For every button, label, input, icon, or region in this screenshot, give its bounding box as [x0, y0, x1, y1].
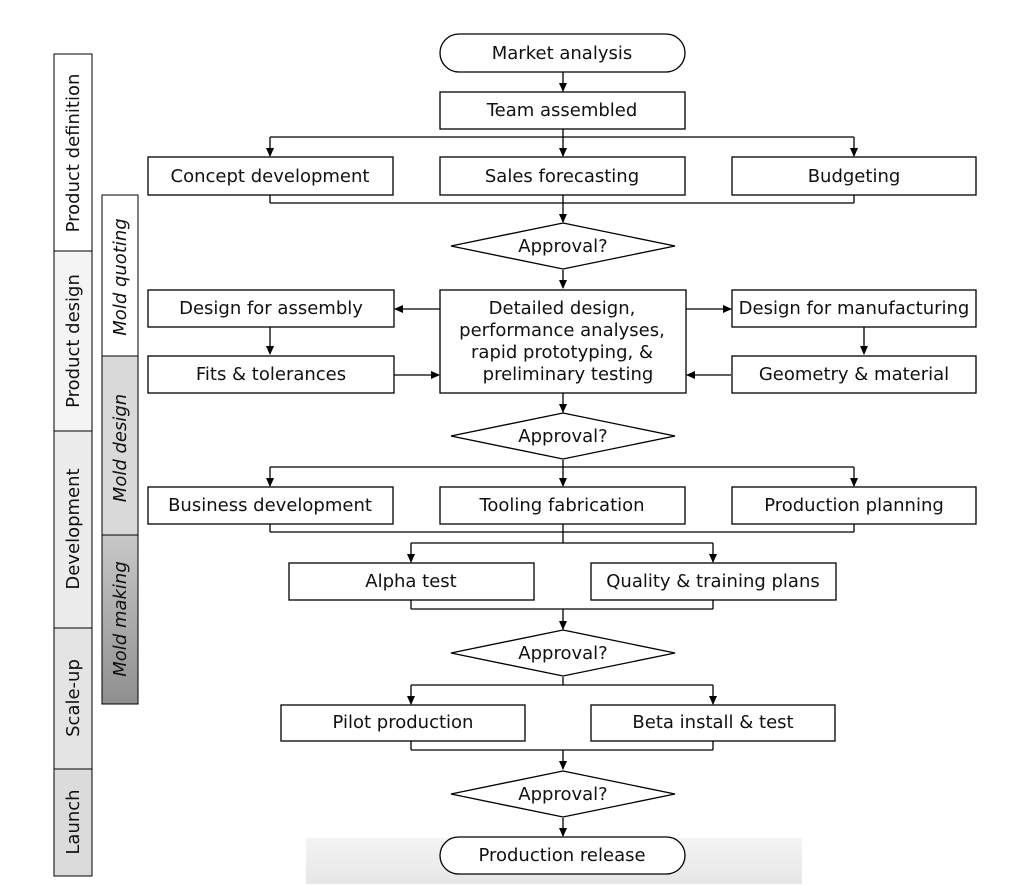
node-approval-2: [450, 412, 676, 460]
node-approval-1: [450, 222, 676, 270]
node-beta-install-label: Beta install & test: [632, 712, 793, 733]
node-alpha-test-label: Alpha test: [365, 571, 456, 592]
node-approval-3-label: Approval?: [518, 643, 607, 664]
phase-label-product-design: Product design: [63, 274, 84, 408]
mold-box-design: [101, 355, 139, 536]
node-design-for-assembly-label: Design for assembly: [179, 298, 363, 319]
connectors: [266, 72, 868, 837]
node-concept-development-label: Concept development: [171, 166, 370, 187]
node-budgeting-label: Budgeting: [808, 166, 901, 187]
node-team-assembled-label: Team assembled: [486, 100, 638, 121]
node-pilot-production-label: Pilot production: [333, 712, 474, 733]
node-sales-forecasting: [439, 156, 686, 196]
phase-box-product-definition: [53, 53, 93, 252]
node-fits-tolerances: [147, 355, 395, 394]
node-production-planning-label: Production planning: [764, 495, 944, 516]
node-geometry-material: [731, 355, 977, 394]
node-quality-training-label: Quality & training plans: [606, 571, 820, 592]
node-detailed-design-line-1: Detailed design,: [489, 298, 636, 319]
phase-label-product-definition: Product definition: [63, 74, 84, 233]
node-budgeting: [731, 156, 977, 196]
phase-box-development: [53, 430, 93, 629]
mold-column: Mold quoting Mold design Mold making: [101, 194, 139, 705]
phase-label-launch: Launch: [63, 789, 84, 854]
node-fits-tolerances-label: Fits & tolerances: [196, 364, 346, 385]
phase-label-development: Development: [63, 468, 84, 589]
node-detailed-design: [439, 289, 687, 394]
node-detailed-design-line-3: rapid prototyping, &: [471, 342, 653, 363]
phase-column: Product definition Product design Develo…: [53, 53, 93, 877]
node-tooling-fabrication: [439, 486, 686, 525]
mold-label-design: Mold design: [110, 394, 131, 502]
node-production-release: [439, 836, 686, 875]
node-geometry-material-label: Geometry & material: [759, 364, 949, 385]
node-quality-training: [590, 562, 837, 601]
node-approval-3: [450, 629, 676, 677]
node-detailed-design-line-4: preliminary testing: [483, 364, 654, 385]
node-sales-forecasting-label: Sales forecasting: [485, 166, 639, 187]
phase-box-product-design: [53, 250, 93, 432]
node-pilot-production: [280, 704, 526, 742]
node-design-for-assembly: [147, 289, 395, 328]
node-design-for-manufacturing-label: Design for manufacturing: [739, 298, 970, 319]
mold-label-making: Mold making: [110, 561, 131, 677]
nodes: Market analysis Team assembled Concept d…: [147, 33, 977, 875]
node-detailed-design-line-2: performance analyses,: [459, 320, 665, 341]
mold-label-quoting: Mold quoting: [110, 218, 131, 335]
node-production-release-label: Production release: [478, 845, 645, 866]
node-beta-install: [590, 704, 836, 742]
phase-box-launch: [53, 768, 93, 877]
node-approval-1-label: Approval?: [518, 236, 607, 257]
node-concept-development: [147, 156, 394, 196]
node-business-development-label: Business development: [168, 495, 372, 516]
node-market-analysis: [439, 33, 686, 73]
node-design-for-manufacturing: [731, 289, 977, 328]
mold-box-making: [101, 534, 139, 705]
node-market-analysis-label: Market analysis: [492, 43, 632, 64]
node-team-assembled: [439, 91, 686, 130]
node-alpha-test: [288, 562, 535, 601]
phase-label-scale-up: Scale-up: [63, 659, 84, 737]
node-production-planning: [731, 486, 977, 525]
node-approval-4: [450, 770, 676, 818]
node-tooling-fabrication-label: Tooling fabrication: [478, 495, 644, 516]
node-approval-4-label: Approval?: [518, 784, 607, 805]
node-business-development: [147, 486, 394, 525]
node-approval-2-label: Approval?: [518, 426, 607, 447]
